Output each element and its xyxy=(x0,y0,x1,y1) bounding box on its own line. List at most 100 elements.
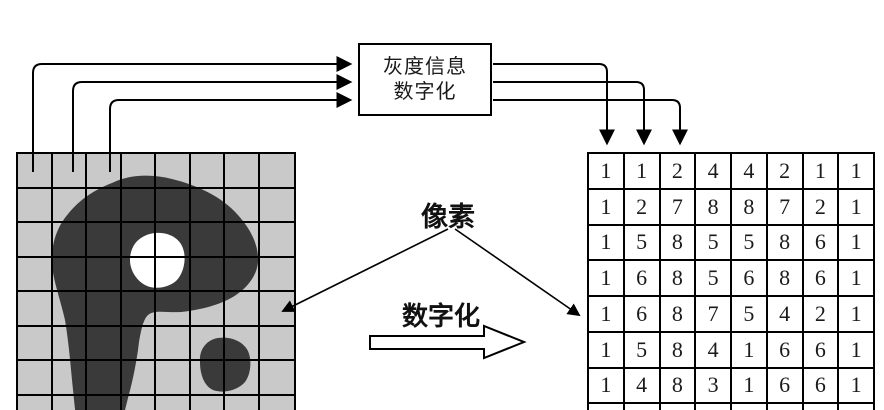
matrix-arrow-1 xyxy=(493,63,615,146)
box-to-matrix-leads xyxy=(493,63,688,146)
matrix-cell: 8 xyxy=(732,189,766,224)
grid-cell xyxy=(52,292,87,327)
matrix-cell: 6 xyxy=(803,368,838,403)
matrix-cell: 6 xyxy=(732,261,766,295)
matrix-cell: 1 xyxy=(803,154,838,188)
matrix-cell: 3 xyxy=(696,368,730,403)
matrix-cell: 7 xyxy=(696,297,730,331)
grid-lines xyxy=(16,152,296,410)
grid-cell xyxy=(156,292,191,327)
matrix-cell: 1 xyxy=(839,368,873,403)
matrix-cell: 6 xyxy=(624,261,659,295)
grid-cell xyxy=(18,223,53,258)
matrix-arrow-3 xyxy=(493,99,688,146)
matrix-cell: 4 xyxy=(732,154,766,188)
matrix-cell: 1 xyxy=(839,225,873,260)
process-box-line2: 数字化 xyxy=(393,80,457,103)
matrix-cell: 1 xyxy=(589,189,623,224)
matrix-cell: 8 xyxy=(696,189,730,224)
grid-cell xyxy=(190,188,225,223)
grid-cell xyxy=(259,361,294,396)
grid-cell xyxy=(190,326,225,361)
grid-cell xyxy=(190,223,225,258)
grid-cell xyxy=(87,188,122,223)
grid-cell xyxy=(18,326,53,361)
pixel-label: 像素 xyxy=(421,202,475,232)
process-box-line1: 灰度信息 xyxy=(383,55,467,78)
grid-cell xyxy=(52,154,87,189)
grid-cell xyxy=(156,326,191,361)
digitize-label: 数字化 xyxy=(401,302,480,331)
matrix-cell xyxy=(803,404,838,410)
grid-cell xyxy=(52,257,87,292)
matrix-cell: 6 xyxy=(767,368,802,403)
blob-hole xyxy=(130,232,185,288)
grid-cell xyxy=(87,223,122,258)
grid-cell xyxy=(121,292,156,327)
matrix-cell: 8 xyxy=(660,297,695,331)
matrix-cell: 5 xyxy=(696,261,730,295)
matrix-cell xyxy=(839,404,873,410)
grid-cell xyxy=(121,361,156,396)
matrix-cell: 8 xyxy=(660,225,695,260)
matrix-cell: 6 xyxy=(803,332,838,367)
matrix-cell: 6 xyxy=(767,332,802,367)
process-box: 灰度信息 数字化 xyxy=(358,43,492,116)
matrix-cell: 5 xyxy=(696,225,730,260)
grid-cell xyxy=(225,292,260,327)
matrix-cell: 2 xyxy=(624,189,659,224)
matrix-cell: 8 xyxy=(767,261,802,295)
grid-cell xyxy=(225,395,260,410)
grid-cell xyxy=(18,395,53,410)
matrix-cell: 1 xyxy=(589,261,623,295)
grid-cell xyxy=(156,154,191,189)
grid-cell xyxy=(259,154,294,189)
matrix-cell: 1 xyxy=(589,332,623,367)
grid-cell xyxy=(225,257,260,292)
grid-cell xyxy=(190,292,225,327)
grid-cell xyxy=(18,292,53,327)
grid-cell xyxy=(259,223,294,258)
grid-cell xyxy=(190,257,225,292)
grid-cell xyxy=(225,326,260,361)
matrix-cell: 4 xyxy=(696,332,730,367)
matrix-cell: 8 xyxy=(660,332,695,367)
grid-cell xyxy=(156,395,191,410)
grid-cell xyxy=(121,154,156,189)
grid-cell xyxy=(121,188,156,223)
matrix-cell: 5 xyxy=(732,225,766,260)
matrix-cell xyxy=(624,404,659,410)
matrix-cell: 2 xyxy=(660,154,695,188)
matrix-cell: 1 xyxy=(589,154,623,188)
grid-cell xyxy=(225,154,260,189)
grid-cell xyxy=(156,361,191,396)
grid-cell xyxy=(53,395,87,410)
matrix-cell: 1 xyxy=(589,368,623,403)
grid-cell xyxy=(191,395,225,410)
grid-cell xyxy=(87,154,122,189)
grid-cell xyxy=(122,395,156,410)
matrix-cell: 6 xyxy=(624,297,659,331)
matrix-cell: 2 xyxy=(767,154,802,188)
grid-cell xyxy=(52,223,87,258)
matrix-cell xyxy=(732,404,766,410)
matrix-cell: 2 xyxy=(803,189,838,224)
grid-cell xyxy=(259,292,294,327)
grid-cell xyxy=(18,188,53,223)
matrix-cell: 6 xyxy=(803,225,838,260)
matrix-cell: 1 xyxy=(839,189,873,224)
grid-cell xyxy=(87,361,122,396)
grid-cell xyxy=(156,257,191,292)
matrix-cell: 1 xyxy=(839,332,873,367)
matrix-cell: 4 xyxy=(696,154,730,188)
grid-cell xyxy=(259,258,294,292)
grid-cell xyxy=(121,257,156,292)
grid-cell xyxy=(190,361,225,396)
grid-cell xyxy=(18,361,53,396)
matrix-cell xyxy=(660,404,695,410)
matrix-cell: 1 xyxy=(589,225,623,260)
grid-cell xyxy=(52,326,87,361)
matrix-cell: 1 xyxy=(839,261,873,295)
grid-cell xyxy=(225,361,260,396)
